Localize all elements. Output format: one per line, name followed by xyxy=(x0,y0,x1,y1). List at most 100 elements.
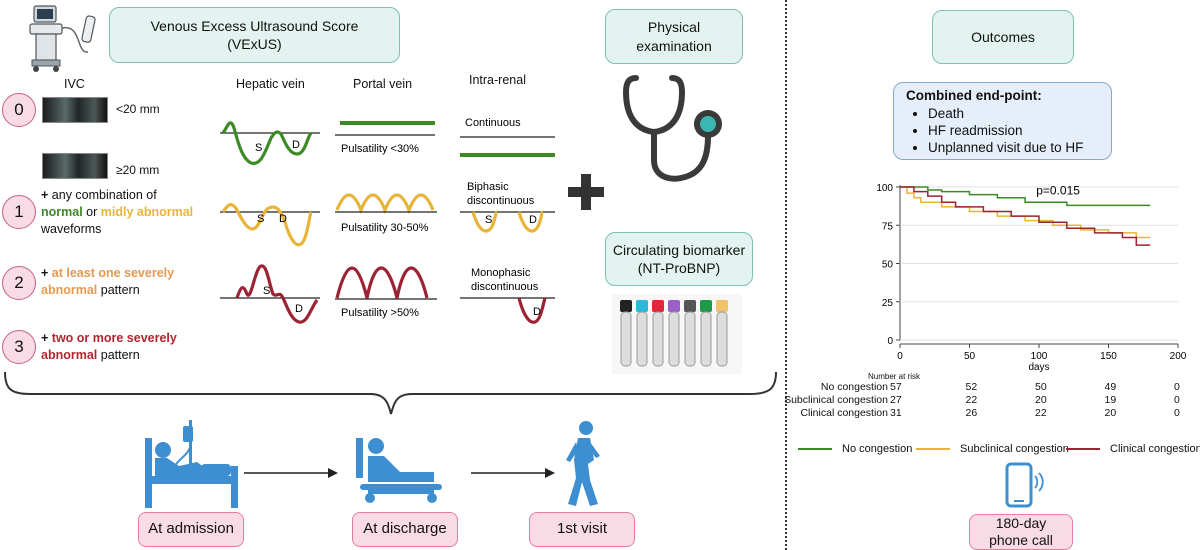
p-value-annotation: p=0.015 xyxy=(1036,184,1080,198)
x-axis-label: days xyxy=(1028,362,1049,373)
risk-row-value: 0 xyxy=(1174,394,1180,406)
ultrasound-machine-icon xyxy=(29,5,96,72)
grade-1-circle: 1 xyxy=(2,195,36,229)
risk-row-label: No congestion xyxy=(820,381,888,393)
outcomes-title: Outcomes xyxy=(971,28,1035,45)
svg-text:Pulsatility <30%: Pulsatility <30% xyxy=(341,143,419,155)
grade-0-circle: 0 xyxy=(2,93,36,127)
svg-text:S: S xyxy=(485,214,492,226)
column-header-intra-renal: Intra-renal xyxy=(469,73,526,87)
x-tick-label: 50 xyxy=(964,351,976,362)
endpoint-item: HF readmission xyxy=(928,122,1111,139)
vexus-title-box: Venous Excess Ultrasound Score (VExUS) xyxy=(109,7,400,63)
risk-row-value: 26 xyxy=(965,407,978,419)
x-tick-label: 150 xyxy=(1100,351,1117,362)
section-divider xyxy=(785,0,787,550)
bracket-connector xyxy=(4,371,777,415)
risk-row-value: 57 xyxy=(890,381,902,393)
risk-row-value: 19 xyxy=(1104,394,1117,406)
risk-row-value: 22 xyxy=(965,394,978,406)
y-tick-label: 75 xyxy=(882,221,894,232)
blood-tubes-icon xyxy=(612,294,742,374)
x-tick-label: 0 xyxy=(897,351,903,362)
ivc-ultrasound-image-small xyxy=(42,97,108,123)
x-tick-label: 200 xyxy=(1170,351,1187,362)
svg-text:S: S xyxy=(255,142,262,154)
hepatic-waveform-mild: S D xyxy=(220,203,320,247)
ivc-ultrasound-image-large xyxy=(42,153,108,179)
risk-row-label: Clinical congestion xyxy=(800,407,888,419)
timeline-at-discharge: At discharge xyxy=(352,512,458,547)
risk-row-value: 27 xyxy=(890,394,902,406)
svg-text:D: D xyxy=(279,213,287,225)
svg-text:discontinuous: discontinuous xyxy=(467,195,535,207)
vexus-subtitle: (VExUS) xyxy=(227,36,282,52)
risk-row-value: 31 xyxy=(890,407,902,419)
risk-row-value: 0 xyxy=(1174,381,1180,393)
svg-text:S: S xyxy=(257,213,264,225)
plus-icon xyxy=(568,174,604,210)
legend-swatch xyxy=(1066,448,1100,451)
grade-3-circle: 3 xyxy=(2,330,36,364)
timeline-first-visit: 1st visit xyxy=(529,512,635,547)
risk-row-value: 49 xyxy=(1104,381,1117,393)
physical-examination-box: Physical examination xyxy=(605,9,743,64)
grade-3-description: + two or more severely abnormal pattern xyxy=(41,331,177,362)
renal-waveform-normal: Continuous xyxy=(460,117,555,157)
portal-waveform-mild: Pulsatility 30-50% xyxy=(335,193,437,234)
risk-row-value: 52 xyxy=(965,381,978,393)
hepatic-waveform-severe: S D xyxy=(220,264,320,324)
vexus-waveforms: S D S D S D Pulsatility <30% Pulsatility… xyxy=(220,117,555,324)
endpoint-item: Death xyxy=(928,105,1111,122)
legend-swatch xyxy=(916,448,950,451)
phone-call-box: 180-day phone call xyxy=(969,514,1073,550)
mildly-abnormal-label: midly abnormal xyxy=(100,205,194,219)
arrow-to-first-visit xyxy=(471,468,555,478)
risk-table-title: Number at risk xyxy=(868,372,921,381)
y-tick-label: 0 xyxy=(887,336,893,347)
outcomes-title-box: Outcomes xyxy=(932,10,1074,64)
legend-item: Subclinical congestion xyxy=(916,443,1069,455)
legend-item: No congestion xyxy=(798,443,912,455)
vexus-title: Venous Excess Ultrasound Score xyxy=(150,17,359,34)
grade-1-description: + any combination of normal or midly abn… xyxy=(41,188,194,236)
normal-label: normal xyxy=(41,205,83,219)
svg-text:Biphasic: Biphasic xyxy=(467,181,509,193)
svg-text:D: D xyxy=(292,139,300,151)
stethoscope-icon xyxy=(622,75,722,182)
phone-call-icon xyxy=(1005,462,1044,508)
legend-swatch xyxy=(798,448,832,451)
timeline-at-admission: At admission xyxy=(138,512,244,547)
x-tick-label: 100 xyxy=(1031,351,1048,362)
endpoint-list: Death HF readmission Unplanned visit due… xyxy=(906,105,1111,156)
ivc-small-label: <20 mm xyxy=(116,102,160,116)
km-series-line-1 xyxy=(900,186,1151,239)
legend-label: No congestion xyxy=(842,443,913,455)
ivc-large-label: ≥20 mm xyxy=(116,163,160,177)
risk-row-value: 20 xyxy=(1104,407,1117,419)
column-header-hepatic-vein: Hepatic vein xyxy=(236,77,305,91)
column-header-portal-vein: Portal vein xyxy=(353,77,413,91)
km-series-line-2 xyxy=(900,186,1151,246)
svg-text:D: D xyxy=(533,306,541,318)
grade-2-circle: 2 xyxy=(2,266,36,300)
svg-text:Continuous: Continuous xyxy=(465,117,521,129)
endpoint-item: Unplanned visit due to HF xyxy=(928,139,1111,156)
risk-row-value: 22 xyxy=(1035,407,1047,419)
biomarker-box: Circulating biomarker (NT-ProBNP) xyxy=(605,232,753,286)
legend-item: Clinical congestion xyxy=(1066,443,1200,455)
risk-row-value: 20 xyxy=(1035,394,1047,406)
risk-row-value: 50 xyxy=(1035,381,1047,393)
renal-waveform-mild: Biphasic discontinuous S D xyxy=(460,181,555,233)
legend-label: Subclinical congestion xyxy=(960,443,1069,455)
svg-text:Pulsatility >50%: Pulsatility >50% xyxy=(341,307,419,319)
renal-waveform-severe: Monophasic discontinuous D xyxy=(460,267,555,324)
y-tick-label: 25 xyxy=(882,298,894,309)
hospital-bed-iv-icon xyxy=(145,420,238,508)
y-tick-label: 100 xyxy=(876,183,893,194)
risk-row-label: Subclinical congestion xyxy=(784,394,888,406)
combined-endpoint-title: Combined end-point: xyxy=(906,88,1042,103)
